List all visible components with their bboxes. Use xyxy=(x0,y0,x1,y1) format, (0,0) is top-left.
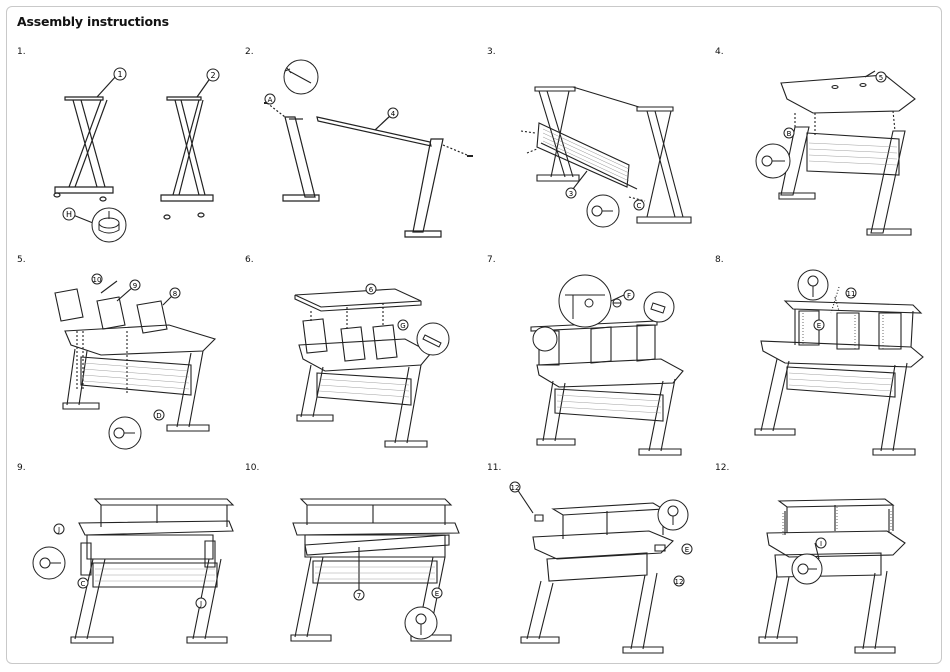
step-9-illustration: J C J xyxy=(32,498,235,644)
callout-label: F xyxy=(627,292,631,300)
callout-label: J xyxy=(199,600,202,608)
callout-label: C xyxy=(637,202,642,210)
callout-label: 5 xyxy=(879,74,883,82)
callout-label: 4 xyxy=(391,110,396,118)
callout-label: 7 xyxy=(357,592,361,600)
step-11-illustration: 12 E 12 xyxy=(509,481,693,654)
callout-label: I xyxy=(820,540,822,548)
callout-label: J xyxy=(57,526,60,534)
page-title: Assembly instructions xyxy=(17,14,169,29)
step-3: 3. xyxy=(487,47,715,252)
step-6: 6. xyxy=(245,255,473,460)
callout-label: D xyxy=(156,412,161,420)
step-number: 2. xyxy=(245,47,254,57)
callout-label: H xyxy=(66,210,72,219)
step-number: 6. xyxy=(245,255,254,265)
callout-label: G xyxy=(400,322,405,330)
step-2-illustration: A 4 xyxy=(264,59,473,238)
callout-label: 12 xyxy=(511,484,520,492)
step-4-illustration: 5 B xyxy=(755,70,916,236)
step-7-illustration: F xyxy=(530,274,684,456)
step-12-illustration: I xyxy=(758,498,906,654)
step-4: 4. xyxy=(715,47,943,252)
step-1-illustration: 1 2 H xyxy=(53,67,220,243)
step-number: 4. xyxy=(715,47,724,57)
step-9: 9. xyxy=(17,463,245,668)
callout-label: 3 xyxy=(569,190,573,198)
step-3-illustration: 3 C xyxy=(520,86,692,228)
step-number: 9. xyxy=(17,463,26,473)
callout-label: A xyxy=(268,96,273,104)
step-12: 12. xyxy=(715,463,943,668)
step-number: 10. xyxy=(245,463,260,473)
step-8-illustration: E 11 xyxy=(754,269,924,456)
step-5: 5. xyxy=(17,255,245,460)
step-number: 7. xyxy=(487,255,496,265)
callout-label: 12 xyxy=(675,578,684,586)
step-number: 3. xyxy=(487,47,496,57)
callout-label: 8 xyxy=(173,290,177,298)
step-10: 10. xyxy=(245,463,473,668)
callout-label: E xyxy=(685,546,689,554)
step-2: 2. xyxy=(245,47,473,252)
callout-label: 11 xyxy=(847,290,856,298)
step-10-illustration: 7 E xyxy=(290,498,460,642)
step-number: 5. xyxy=(17,255,26,265)
callout-label: 9 xyxy=(133,282,137,290)
callout-label: 1 xyxy=(117,70,122,79)
step-number: 8. xyxy=(715,255,724,265)
step-1: 1. xyxy=(17,47,245,252)
callout-label: 10 xyxy=(93,276,102,284)
callout-label: 2 xyxy=(210,71,215,80)
step-7: 7. xyxy=(487,255,715,460)
step-number: 1. xyxy=(17,47,26,57)
step-5-illustration: 10 9 8 D xyxy=(54,273,217,450)
callout-label: E xyxy=(435,590,439,598)
step-number: 11. xyxy=(487,463,502,473)
step-number: 12. xyxy=(715,463,730,473)
instruction-sheet: Assembly instructions 1. xyxy=(6,6,942,664)
callout-label: 6 xyxy=(369,286,374,294)
callout-label: C xyxy=(81,580,86,588)
callout-label: B xyxy=(787,130,792,138)
step-11: 11. xyxy=(487,463,715,668)
step-8: 8. xyxy=(715,255,943,460)
step-6-illustration: 6 G xyxy=(294,283,450,448)
callout-label: E xyxy=(817,322,821,330)
